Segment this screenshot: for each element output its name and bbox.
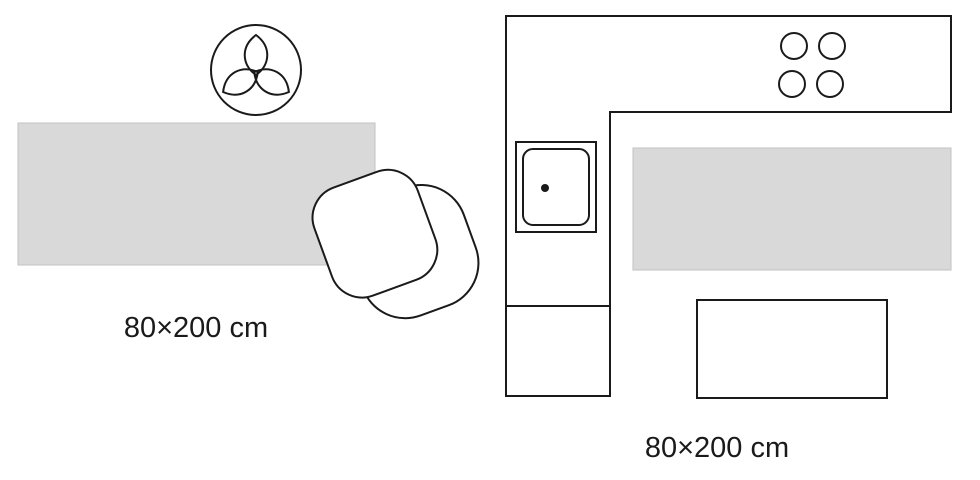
kitchen-counter bbox=[505, 15, 952, 397]
right-scene: 80×200 cm bbox=[505, 15, 952, 464]
hob-burner-icon bbox=[778, 70, 806, 98]
armchair-seat bbox=[311, 168, 439, 299]
hob-burner-icon bbox=[818, 32, 846, 60]
left-rug bbox=[17, 122, 376, 266]
kitchen-table bbox=[696, 299, 888, 399]
left-scene: 80×200 cm bbox=[17, 24, 480, 344]
hob-burner-icon bbox=[780, 32, 808, 60]
sink-icon bbox=[515, 141, 597, 233]
left-rug-size-label: 80×200 cm bbox=[124, 312, 268, 344]
right-rug bbox=[632, 147, 952, 271]
right-rug-size-label: 80×200 cm bbox=[645, 432, 789, 464]
hob-burner-icon bbox=[816, 70, 844, 98]
plant-icon bbox=[210, 24, 302, 116]
hob-icon bbox=[778, 32, 846, 98]
armchair-icon bbox=[311, 168, 480, 320]
